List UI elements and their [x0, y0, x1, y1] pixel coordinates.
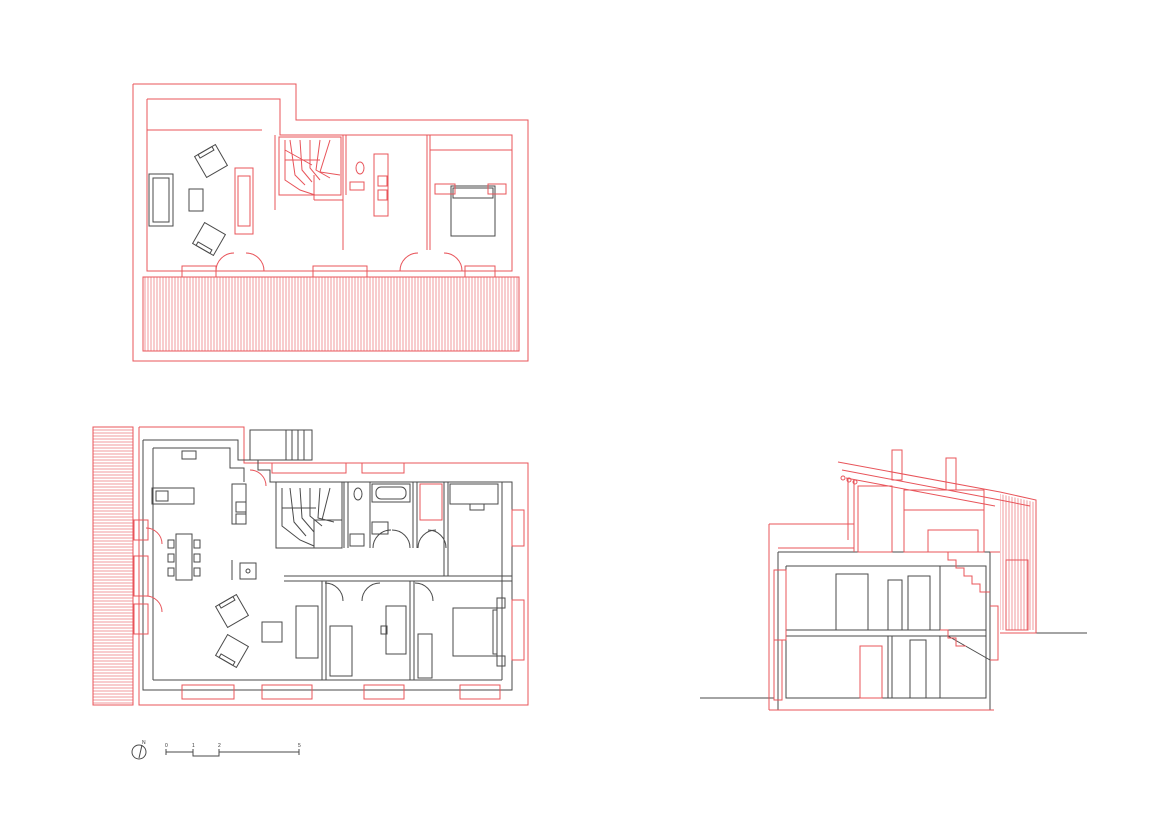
- scale-tick-2: 2: [218, 743, 221, 749]
- scale-tick-1: 1: [192, 743, 195, 749]
- bedroom-bed: [452, 607, 498, 657]
- scale-tick-5: 5: [298, 743, 301, 749]
- sofa: [148, 173, 174, 227]
- terrace-deck-hatch: [93, 427, 133, 705]
- upper-floor-plan: [132, 83, 529, 362]
- building-section: [700, 449, 1087, 711]
- living-sofa: [295, 605, 319, 659]
- upper-stair: [278, 136, 342, 200]
- ground-floor-plan: [92, 426, 529, 706]
- bathtub: [371, 483, 411, 503]
- roof-terrace-hatch: [143, 277, 519, 351]
- north-arrow-label: N: [142, 740, 146, 746]
- north-arrow: N: [131, 740, 147, 760]
- dining-table: [175, 533, 193, 581]
- scale-bar: 0 1 2 5: [165, 743, 301, 757]
- coffee-table: [188, 188, 204, 212]
- double-bed: [450, 185, 496, 237]
- scale-tick-0: 0: [165, 743, 168, 749]
- kitchen-island: [151, 487, 195, 505]
- ground-stair: [275, 481, 343, 549]
